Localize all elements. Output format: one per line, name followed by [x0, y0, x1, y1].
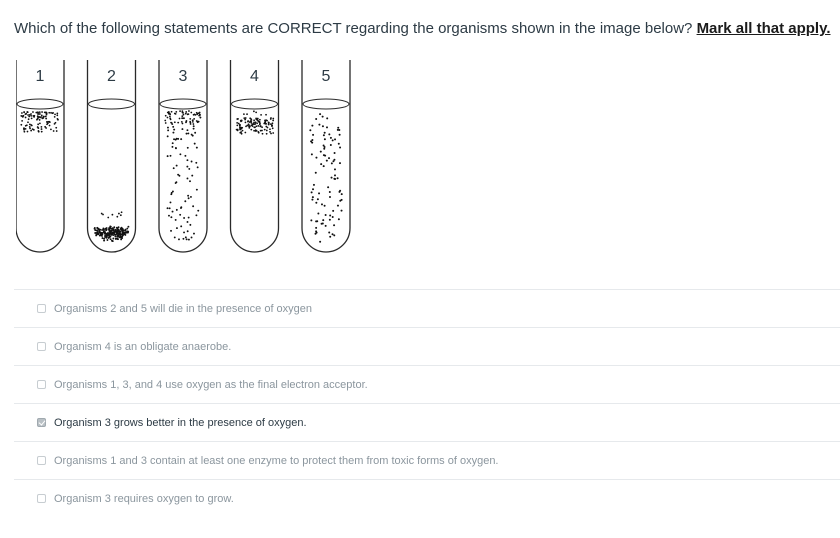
- checkbox[interactable]: [37, 380, 46, 389]
- tube-label: 4: [250, 68, 259, 85]
- answer-option-5[interactable]: Organisms 1 and 3 contain at least one e…: [14, 441, 840, 479]
- test-tube-3: 3: [158, 60, 208, 253]
- tube-label: 1: [36, 68, 45, 85]
- answer-list: Organisms 2 and 5 will die in the presen…: [14, 289, 840, 517]
- test-tube-5: 5: [301, 60, 351, 253]
- checkbox[interactable]: [37, 494, 46, 503]
- answer-label: Organisms 1, 3, and 4 use oxygen as the …: [54, 378, 368, 391]
- question-text: Which of the following statements are CO…: [14, 20, 834, 37]
- answer-label: Organisms 2 and 5 will die in the presen…: [54, 302, 313, 315]
- answer-option-1[interactable]: Organisms 2 and 5 will die in the presen…: [14, 289, 840, 327]
- tube-label: 3: [179, 68, 188, 85]
- checkbox[interactable]: [37, 456, 46, 465]
- checkbox[interactable]: [37, 304, 46, 313]
- answer-label: Organism 3 requires oxygen to grow.: [54, 492, 234, 505]
- answer-label: Organisms 1 and 3 contain at least one e…: [54, 454, 499, 467]
- checkbox[interactable]: [37, 418, 46, 427]
- answer-label: Organism 3 grows better in the presence …: [54, 416, 307, 429]
- tube-label: 5: [322, 68, 331, 85]
- question-prompt: Which of the following statements are CO…: [14, 20, 697, 37]
- test-tubes-figure: 1 2 3 4 5: [16, 60, 351, 253]
- test-tube-4: 4: [229, 60, 280, 253]
- answer-option-6[interactable]: Organism 3 requires oxygen to grow.: [14, 479, 840, 517]
- answer-option-4[interactable]: Organism 3 grows better in the presence …: [14, 403, 840, 441]
- test-tube-2: 2: [86, 60, 137, 253]
- answer-option-3[interactable]: Organisms 1, 3, and 4 use oxygen as the …: [14, 365, 840, 403]
- checkbox[interactable]: [37, 342, 46, 351]
- tube-label: 2: [107, 68, 116, 85]
- test-tube-1: 1: [16, 60, 65, 253]
- answer-label: Organism 4 is an obligate anaerobe.: [54, 340, 232, 353]
- question-emphasis: Mark all that apply.: [696, 20, 831, 37]
- answer-option-2[interactable]: Organism 4 is an obligate anaerobe.: [14, 327, 840, 365]
